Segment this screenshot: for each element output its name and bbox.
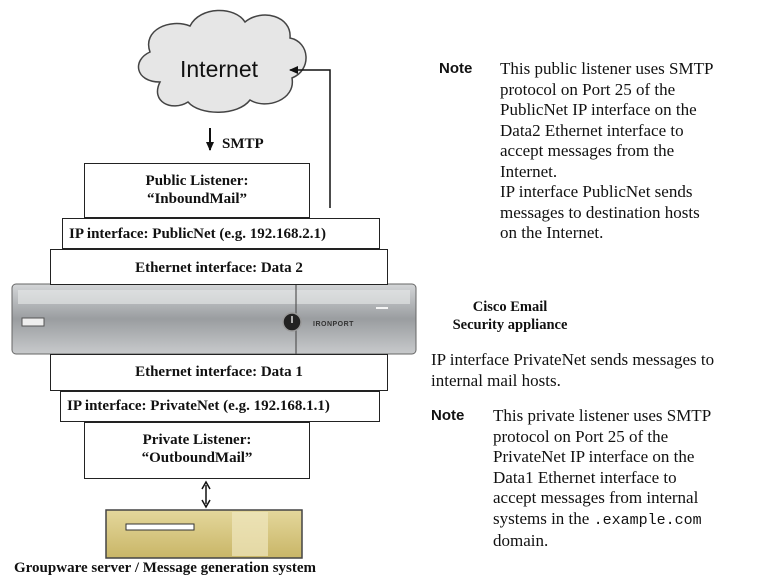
- smtp-label: SMTP: [222, 136, 264, 152]
- private-listener-box: Private Listener: “OutboundMail”: [84, 422, 310, 479]
- note2-line: Data1 Ethernet interface to: [493, 467, 677, 487]
- note2-line: protocol on Port 25 of the: [493, 426, 669, 446]
- appliance-caption: Cisco Email Security appliance: [440, 298, 580, 334]
- note2-line: domain.: [493, 531, 549, 550]
- note1-label: Note: [439, 60, 473, 77]
- appliance-chassis: [11, 283, 417, 355]
- note1-line: This public listener uses SMTP: [500, 59, 714, 78]
- note2-line-domain: systems in the .example.com: [493, 509, 751, 532]
- private-sends-text: IP interface PrivateNet sends messages t…: [431, 350, 753, 391]
- ethernet-data1-box: Ethernet interface: Data 1: [50, 354, 388, 391]
- private-ip-interface-box: IP interface: PrivateNet (e.g. 192.168.1…: [60, 391, 380, 422]
- note1-line: on the Internet.: [500, 223, 604, 242]
- outbound-to-internet-arrow: [289, 66, 331, 208]
- note2-line: PrivateNet IP interface on the: [493, 447, 695, 466]
- public-ip-interface-box: IP interface: PublicNet (e.g. 192.168.2.…: [62, 218, 380, 249]
- note2-line6-text: systems in the: [493, 508, 594, 528]
- appliance-caption-line1: Cisco Email: [472, 299, 548, 315]
- domain-code: .example.com: [593, 511, 702, 529]
- private-listener-name: “OutboundMail”: [141, 450, 253, 466]
- note1-line: protocol on Port 25 of the: [500, 79, 676, 99]
- groupware-server-icon: [105, 509, 303, 559]
- note2-line: This private listener uses SMTP: [493, 406, 712, 425]
- ethernet-data2-box: Ethernet interface: Data 2: [50, 249, 388, 285]
- private-sends-line1: IP interface PrivateNet sends messages t…: [431, 350, 715, 369]
- ethernet-data2-label: Ethernet interface: Data 2: [135, 260, 303, 276]
- private-ip-label: IP interface: PrivateNet (e.g. 192.168.1…: [67, 398, 330, 414]
- public-listener-name: “InboundMail”: [146, 191, 248, 207]
- public-ip-label: IP interface: PublicNet (e.g. 192.168.2.…: [69, 226, 327, 242]
- note1-line: accept messages from the: [500, 141, 675, 160]
- server-caption: Groupware server / Message generation sy…: [14, 560, 317, 576]
- private-sends-line2: internal mail hosts.: [431, 370, 561, 390]
- note2-line: accept messages from internal: [493, 488, 699, 507]
- note1-line: Data2 Ethernet interface to: [500, 120, 684, 140]
- appliance-brand-label: IRONPORT: [313, 321, 354, 328]
- note1-line: IP interface PublicNet sends: [500, 182, 693, 201]
- public-listener-box: Public Listener: “InboundMail”: [84, 163, 310, 218]
- note1-text: This public listener uses SMTP protocol …: [500, 59, 750, 244]
- power-button-icon: [282, 312, 302, 332]
- private-listener-title: Private Listener:: [142, 432, 252, 448]
- internet-label: Internet: [180, 56, 258, 82]
- note2-label: Note: [431, 407, 465, 424]
- note1-line: messages to destination hosts: [500, 202, 700, 222]
- public-listener-title: Public Listener:: [145, 173, 249, 189]
- internet-cloud-icon: [137, 9, 307, 113]
- note2-text: This private listener uses SMTP protocol…: [493, 406, 751, 552]
- note1-line: PublicNet IP interface on the: [500, 100, 697, 119]
- appliance-caption-line2: Security appliance: [452, 317, 568, 333]
- ethernet-data1-label: Ethernet interface: Data 1: [135, 364, 303, 380]
- note1-line: Internet.: [500, 161, 558, 181]
